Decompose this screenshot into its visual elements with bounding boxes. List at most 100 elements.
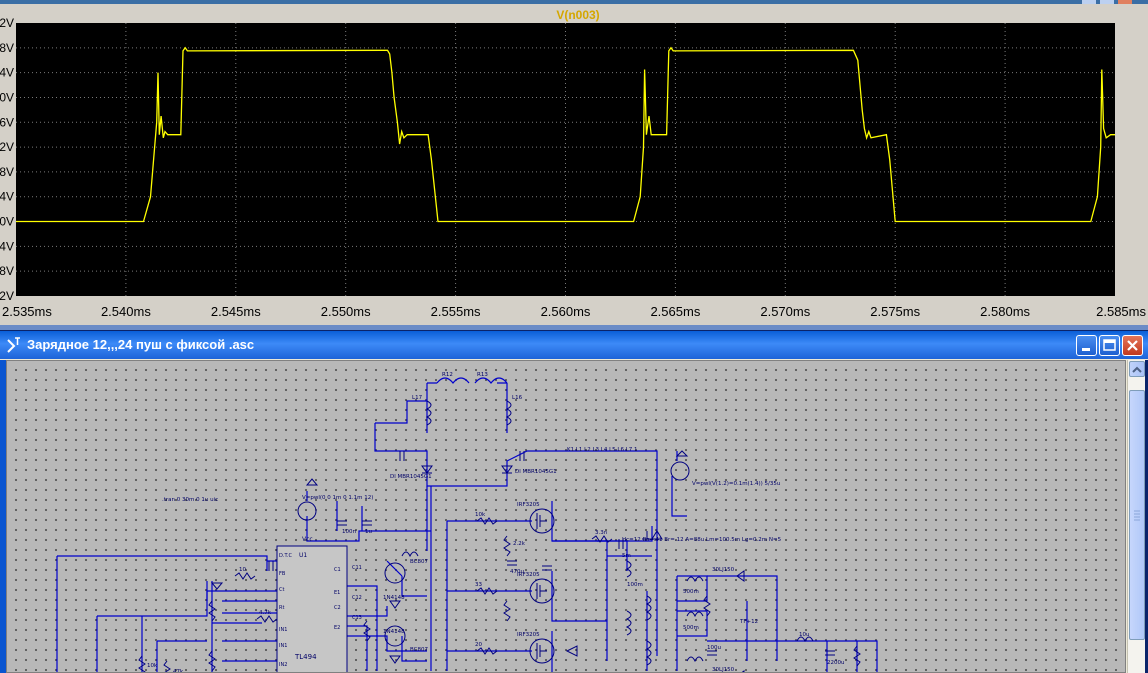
q2-label: BC807 — [410, 647, 429, 653]
pin-c2: C2 — [334, 605, 341, 611]
ind-val-1: 100m — [627, 582, 643, 588]
y-tick-label: 0V — [0, 215, 14, 229]
c-val-3: 470u — [510, 569, 524, 575]
window-top-border — [0, 0, 1148, 4]
maximize-icon — [1103, 339, 1116, 351]
cap-c13: C13 — [352, 615, 362, 621]
transistor-q1[interactable] — [384, 562, 406, 584]
y-tick-label: -4V — [0, 239, 14, 253]
v1-value: V=pwl(0 0 1m 0 1.1m 12) — [302, 495, 373, 501]
core-params: Hc=12 Bs=.41 Br=.12 A=88u Lm=100.5m Lg=0… — [622, 537, 782, 543]
close-button[interactable] — [1122, 335, 1143, 356]
mosfet3-label: IRF3205 — [517, 632, 540, 638]
schematic-drawing[interactable]: Vcc U1 TL494 D.T.C FB Ct Rt IN1 IN1 IN2 … — [7, 361, 1126, 673]
y-tick-label: 4V — [0, 190, 14, 204]
x-tick-label: 2.575ms — [870, 304, 920, 319]
d1-label: 1N4148 — [383, 595, 405, 601]
mosfet-1[interactable] — [529, 508, 555, 534]
maximize-button[interactable] — [1099, 335, 1120, 356]
mosfet1-label: IRF3205 — [517, 502, 540, 508]
y-tick-label: 8V — [0, 165, 14, 179]
schematic-window: Зарядное 12,,,24 пуш с фиксой .asc — [0, 330, 1148, 673]
x-tick-label: 2.535ms — [2, 304, 52, 319]
y-tick-label: 32V — [0, 16, 14, 30]
pin-in2: IN2 — [279, 662, 287, 668]
r12-label: R12 — [442, 372, 453, 378]
mosfet-3[interactable] — [529, 638, 555, 664]
diode-model-2: Dl MBR1045G1 — [515, 469, 557, 475]
c-val-6: 2200u — [827, 660, 844, 666]
trace-label[interactable]: V(n003) — [556, 8, 599, 22]
d-out2-label: 30LJ150 — [712, 667, 735, 673]
x-tick-label: 2.585ms — [1096, 304, 1146, 319]
y-axis-ticks: 32V28V24V20V16V12V8V4V0V-4V-8V-12V — [0, 16, 14, 303]
pin-in1a: IN1 — [279, 627, 287, 633]
window-right-border — [1145, 360, 1148, 673]
pin-c1: C1 — [334, 567, 341, 573]
transistor-q2[interactable] — [384, 625, 406, 647]
u1-name-label: U1 — [299, 552, 307, 559]
y-tick-label: 28V — [0, 41, 14, 55]
tf-label: TF+12 — [739, 619, 758, 625]
schematic-labels: Vcc U1 TL494 D.T.C FB Ct Rt IN1 IN1 IN2 … — [147, 372, 844, 673]
schematic-title: Зарядное 12,,,24 пуш с фиксой .asc — [27, 337, 255, 352]
x-tick-label: 2.560ms — [541, 304, 591, 319]
top-right-window-buttons — [1082, 0, 1132, 4]
x-tick-label: 2.555ms — [431, 304, 481, 319]
x-tick-label: 2.545ms — [211, 304, 261, 319]
schematic-titlebar[interactable]: Зарядное 12,,,24 пуш с фиксой .asc — [0, 331, 1148, 359]
x-tick-label: 2.570ms — [760, 304, 810, 319]
voltage-source-v1[interactable] — [297, 501, 317, 521]
y-tick-label: -8V — [0, 264, 14, 278]
grip-icon — [1134, 510, 1140, 521]
cap-c12: C12 — [352, 595, 362, 601]
y-tick-label: 12V — [0, 140, 14, 154]
schematic-wires — [56, 377, 878, 672]
trace-v-n003[interactable] — [16, 46, 1115, 223]
r-val-4: 2.2k — [513, 541, 526, 547]
close-icon — [1127, 340, 1138, 351]
tl494-ic[interactable] — [276, 545, 348, 673]
u1-vcc-label: Vcc — [302, 536, 313, 543]
l17-label: L17 — [412, 395, 423, 401]
r-val-5: 33 — [475, 582, 482, 588]
d2-label: 1N4148 — [383, 629, 405, 635]
r-val-3: 10k — [475, 512, 486, 518]
pin-in1b: IN1 — [279, 643, 287, 649]
mosfet-2[interactable] — [529, 578, 555, 604]
window-left-border — [0, 360, 6, 673]
y-tick-label: 24V — [0, 66, 14, 80]
r-val-2: 4.7k — [259, 610, 272, 616]
y-tick-label: 20V — [0, 90, 14, 104]
ind-val-3: 500m — [683, 625, 699, 631]
c-val-4: 3.3n — [595, 530, 608, 536]
diode-model-1: Dl MBR1045G1 — [390, 474, 432, 480]
u1-part-label: TL494 — [294, 653, 317, 661]
schematic-canvas[interactable]: Vcc U1 TL494 D.T.C FB Ct Rt IN1 IN1 IN2 … — [6, 360, 1126, 673]
cap-c11: C11 — [352, 565, 362, 571]
pin-fb: FB — [279, 571, 286, 577]
y-tick-label: -12V — [0, 289, 14, 303]
l-out-label: 10u — [799, 632, 809, 638]
scrollbar-thumb[interactable] — [1129, 390, 1145, 640]
pin-e1: E1 — [334, 590, 340, 596]
voltage-source-v2[interactable] — [670, 461, 690, 481]
scroll-up-button[interactable] — [1129, 361, 1145, 377]
vertical-scrollbar[interactable] — [1127, 360, 1146, 673]
minimize-button[interactable] — [1076, 335, 1097, 356]
pin-ct: Ct — [279, 587, 284, 593]
q1-label: BC807 — [410, 559, 429, 565]
waveform-plot[interactable]: 32V28V24V20V16V12V8V4V0V-4V-8V-12V 2.535… — [0, 0, 1148, 325]
l16-label: L16 — [512, 395, 523, 401]
r13-label: R13 — [477, 372, 488, 378]
x-tick-label: 2.540ms — [101, 304, 151, 319]
k-statement: K1 L1 L2 L3 L4 L5 L6 L7 1 — [567, 447, 638, 453]
tran-directive: .tran 0 30m 0 1u uic — [162, 497, 218, 503]
c-val-5: 100u — [707, 645, 721, 651]
c-val-1: 100n — [342, 529, 356, 535]
r-val-1: 10 — [239, 567, 246, 573]
r-val-7: 10k — [147, 663, 158, 669]
minimize-icon — [1082, 348, 1090, 351]
pin-e2: E2 — [334, 625, 340, 631]
